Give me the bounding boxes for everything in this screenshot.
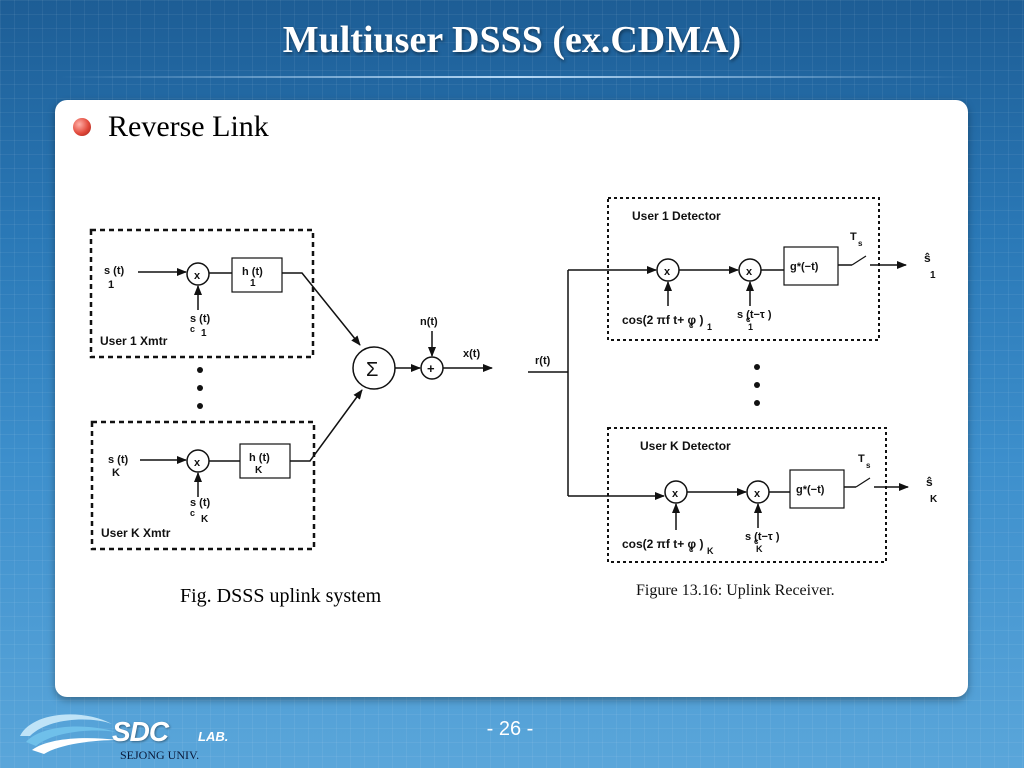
userK-detector-box (607, 427, 887, 563)
svg-text:s: s (858, 239, 863, 248)
user1-input-sub: 1 (108, 279, 114, 291)
user1-chip-label: s (t) (190, 313, 211, 325)
userK-carrier-label: cos(2 πf t+ φ ) (622, 537, 703, 551)
page-number: - 26 - (486, 718, 534, 740)
user1-detector-box (607, 197, 880, 341)
summation-symbol: Σ (366, 359, 378, 381)
svg-text:s (t): s (t) (190, 497, 211, 509)
sdc-logo-icon (20, 714, 118, 754)
userK-chip-label: s (t−τ ) (745, 531, 780, 543)
svg-text:h (t): h (t) (249, 452, 270, 464)
logo-name: SDC (112, 716, 169, 747)
bullet-icon (73, 118, 91, 136)
svg-text:T: T (850, 231, 857, 243)
ellipsis-dot (754, 364, 760, 370)
user1-filter-box (231, 257, 283, 293)
slide-title: Multiuser DSSS (ex.CDMA) (282, 19, 742, 61)
output-label: x(t) (463, 348, 480, 360)
ellipsis-dot (197, 367, 203, 373)
user1-input-label: s (t) (104, 265, 125, 277)
receiver-input-label: r(t) (535, 355, 551, 367)
svg-text:s: s (866, 461, 871, 470)
svg-text:g*(−t): g*(−t) (790, 261, 819, 273)
svg-text:c: c (746, 315, 751, 324)
user1-carrier-label: cos(2 πf t+ φ ) (622, 313, 703, 327)
userK-detector-label: User K Detector (640, 439, 731, 453)
userK-sampler-switch (855, 477, 871, 488)
user1-detector-label: User 1 Detector (632, 209, 721, 223)
svg-text:g*(−t): g*(−t) (796, 484, 825, 496)
noise-label: n(t) (420, 316, 438, 328)
user1-chip-label: s (t−τ ) (737, 309, 772, 321)
user1-sampler-switch (851, 255, 867, 266)
svg-text:K: K (201, 514, 209, 525)
svg-text:s (t): s (t) (108, 454, 129, 466)
svg-text:ŝ: ŝ (926, 475, 933, 489)
svg-text:K: K (930, 494, 938, 505)
user1-xmtr-box (89, 228, 315, 359)
svg-text:ŝ: ŝ (924, 251, 931, 265)
svg-text:+: + (427, 361, 435, 376)
svg-text:1: 1 (201, 328, 207, 339)
svg-text:x: x (664, 266, 671, 278)
ellipsis-dot (197, 385, 203, 391)
caption-left: Fig. DSSS uplink system (180, 585, 382, 607)
ellipsis-dot (754, 400, 760, 406)
svg-text:1: 1 (250, 278, 256, 289)
svg-text:1: 1 (707, 322, 712, 332)
svg-text:K: K (707, 546, 714, 556)
svg-text:x: x (194, 457, 201, 469)
user1-xmtr-label: User 1 Xmtr (100, 334, 168, 348)
userK-xmtr-label: User K Xmtr (101, 526, 171, 540)
svg-text:c: c (190, 508, 195, 518)
svg-text:x: x (746, 266, 753, 278)
ellipsis-dot (754, 382, 760, 388)
userK-filter-box (239, 443, 291, 479)
svg-text:T: T (858, 453, 865, 465)
svg-text:c: c (689, 321, 694, 330)
title-divider (60, 76, 970, 78)
svg-text:c: c (754, 537, 759, 546)
svg-text:x: x (754, 488, 761, 500)
caption-right: Figure 13.16: Uplink Receiver. (636, 582, 835, 599)
content-panel (55, 100, 968, 697)
logo-subtitle: SEJONG UNIV. (120, 748, 200, 762)
userK-matched-filter (789, 469, 845, 509)
bullet-heading: Reverse Link (108, 110, 269, 143)
user1-mixer-label: x (194, 270, 201, 282)
logo-lab: LAB. (198, 729, 229, 744)
svg-text:K: K (255, 465, 263, 476)
svg-text:h (t): h (t) (242, 266, 263, 278)
svg-text:c: c (689, 545, 694, 554)
ellipsis-dot (197, 403, 203, 409)
userK-xmtr-box (90, 420, 316, 551)
svg-text:1: 1 (930, 270, 936, 281)
svg-text:c: c (190, 324, 195, 334)
svg-text:x: x (672, 488, 679, 500)
svg-text:1: 1 (748, 322, 753, 332)
svg-text:K: K (112, 467, 120, 479)
user1-matched-filter (783, 246, 839, 286)
svg-text:K: K (756, 544, 763, 554)
